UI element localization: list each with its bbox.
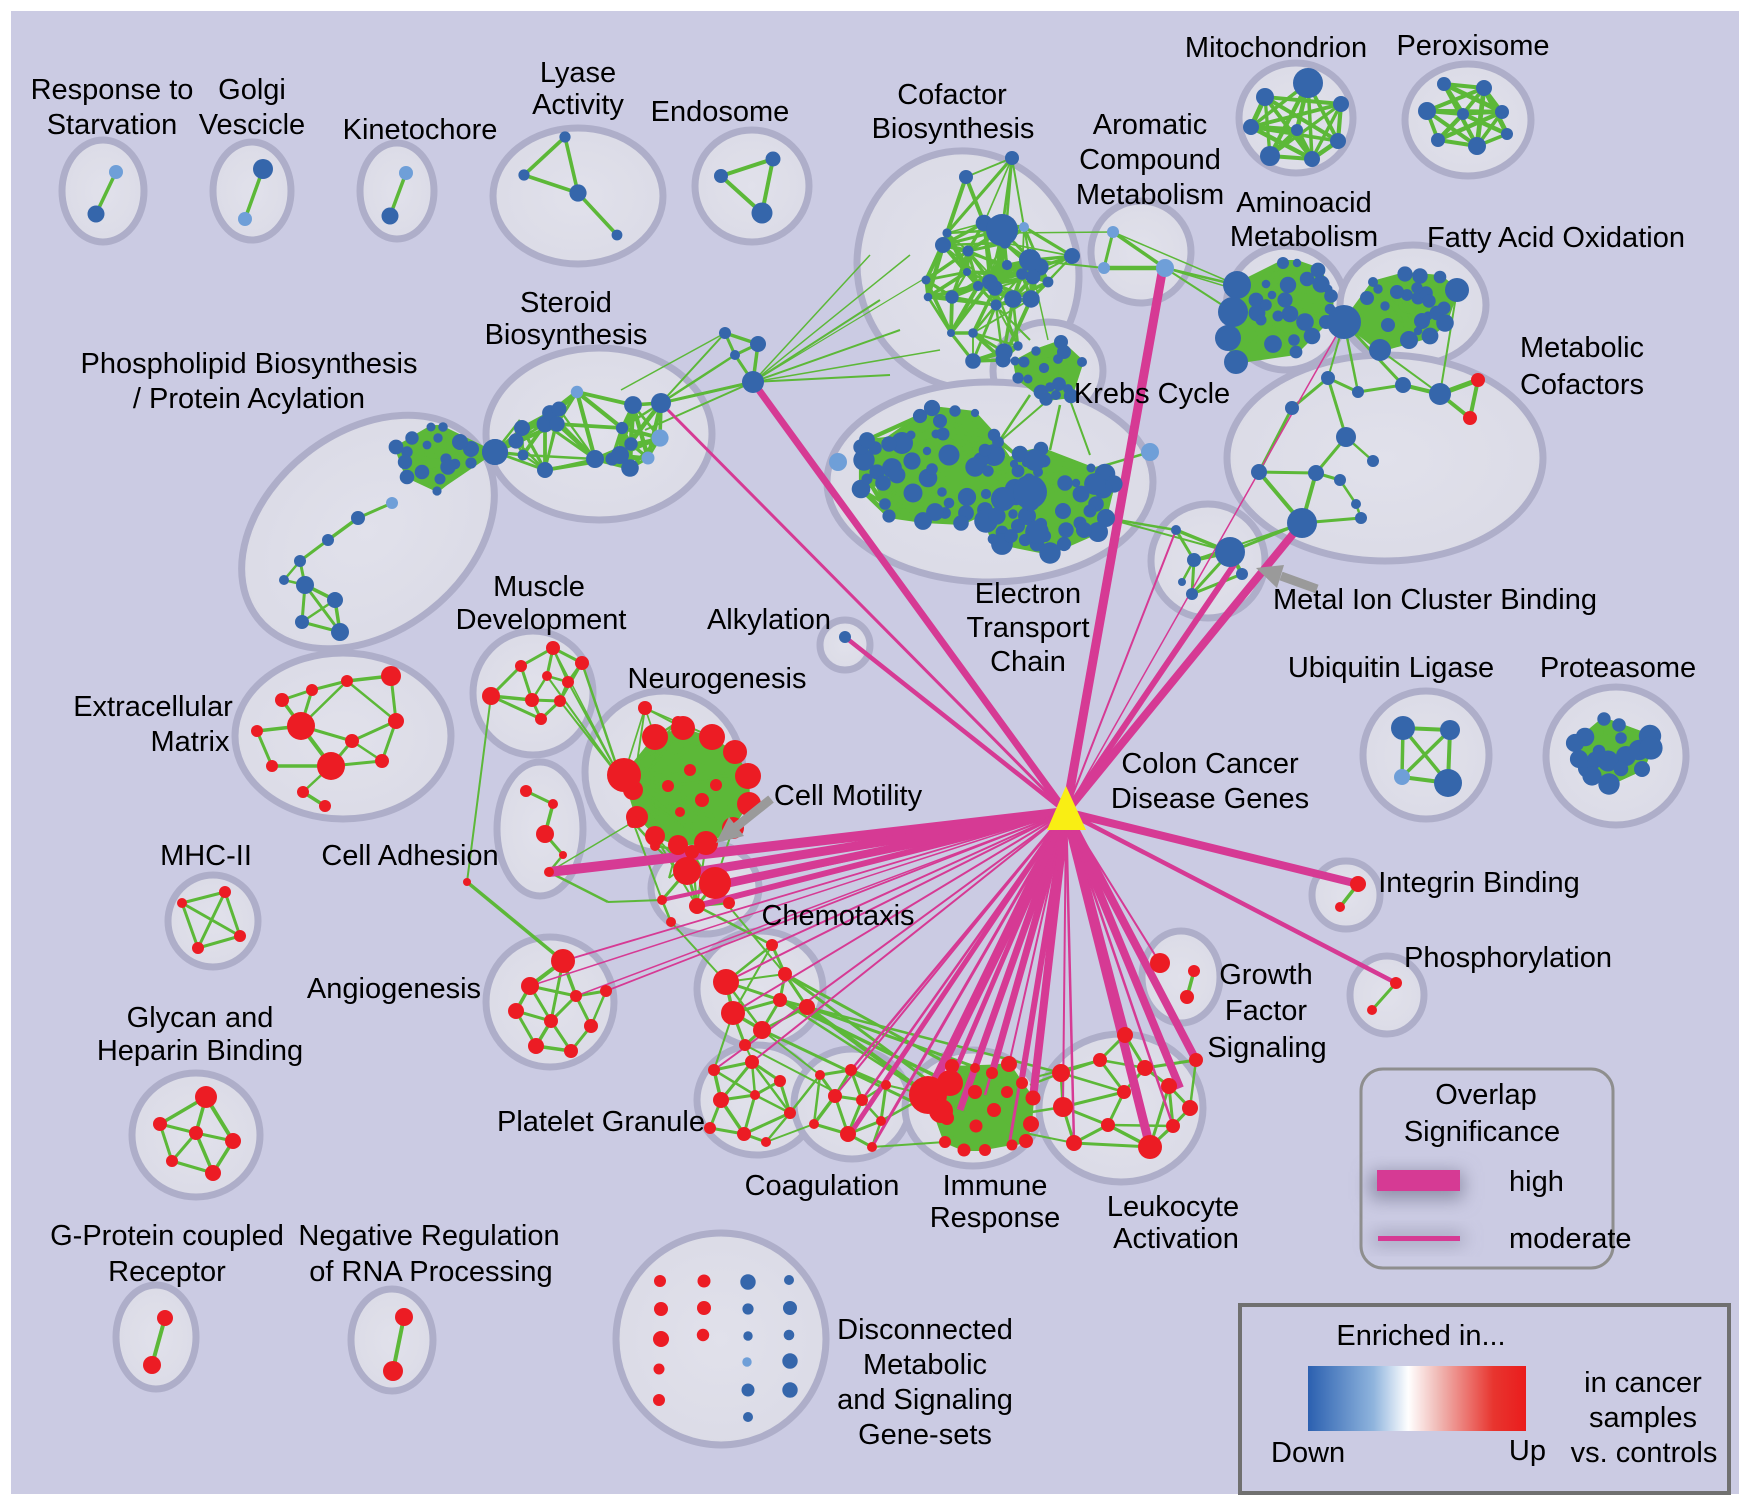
svg-text:Angiogenesis: Angiogenesis [307, 973, 481, 1005]
svg-text:Ubiquitin Ligase: Ubiquitin Ligase [1288, 652, 1494, 684]
svg-text:Signaling: Signaling [1207, 1032, 1326, 1064]
svg-text:Up: Up [1509, 1435, 1546, 1467]
svg-text:Endosome: Endosome [651, 96, 790, 128]
svg-text:Vescicle: Vescicle [199, 109, 305, 141]
svg-text:of RNA Processing: of RNA Processing [309, 1256, 552, 1288]
svg-text:Biosynthesis: Biosynthesis [872, 113, 1035, 145]
svg-text:and Signaling: and Signaling [837, 1384, 1013, 1416]
svg-text:Development: Development [456, 604, 627, 636]
svg-text:Chain: Chain [990, 646, 1066, 678]
svg-text:Phosphorylation: Phosphorylation [1404, 942, 1612, 974]
svg-text:Activity: Activity [532, 89, 624, 121]
svg-text:Down: Down [1271, 1437, 1345, 1469]
svg-text:Receptor: Receptor [108, 1256, 226, 1288]
svg-text:Metabolism: Metabolism [1076, 179, 1224, 211]
svg-text:Response: Response [930, 1202, 1061, 1234]
svg-text:vs. controls: vs. controls [1571, 1437, 1718, 1469]
svg-text:Enriched in...: Enriched in... [1336, 1320, 1505, 1352]
svg-text:Electron: Electron [975, 578, 1081, 610]
svg-text:Gene-sets: Gene-sets [858, 1419, 992, 1451]
svg-text:Disease Genes: Disease Genes [1111, 783, 1309, 815]
svg-text:Factor: Factor [1225, 995, 1308, 1027]
svg-text:Mitochondrion: Mitochondrion [1185, 32, 1367, 64]
svg-text:Negative Regulation: Negative Regulation [298, 1220, 559, 1252]
svg-text:Cell Motility: Cell Motility [774, 780, 923, 812]
svg-text:Response to: Response to [31, 74, 194, 106]
svg-text:samples: samples [1589, 1402, 1697, 1434]
svg-text:G-Protein coupled: G-Protein coupled [50, 1220, 284, 1252]
svg-text:MHC-II: MHC-II [160, 840, 252, 872]
svg-text:Krebs Cycle: Krebs Cycle [1074, 378, 1230, 410]
svg-text:Neurogenesis: Neurogenesis [628, 663, 807, 695]
svg-text:Cofactors: Cofactors [1520, 369, 1644, 401]
svg-text:Fatty Acid Oxidation: Fatty Acid Oxidation [1427, 222, 1685, 254]
svg-text:Integrin Binding: Integrin Binding [1378, 867, 1580, 899]
svg-text:Chemotaxis: Chemotaxis [761, 900, 914, 932]
svg-text:Metal Ion Cluster Binding: Metal Ion Cluster Binding [1273, 584, 1597, 616]
svg-text:Golgi: Golgi [218, 74, 286, 106]
svg-text:moderate: moderate [1509, 1223, 1632, 1255]
svg-text:Aromatic: Aromatic [1093, 109, 1207, 141]
svg-text:Heparin Binding: Heparin Binding [97, 1035, 303, 1067]
svg-text:Phospholipid Biosynthesis: Phospholipid Biosynthesis [81, 348, 418, 380]
svg-text:Platelet Granule: Platelet Granule [497, 1106, 705, 1138]
svg-text:Compound: Compound [1079, 144, 1221, 176]
svg-text:Cofactor: Cofactor [897, 79, 1007, 111]
svg-text:Coagulation: Coagulation [745, 1170, 900, 1202]
svg-text:Aminoacid: Aminoacid [1236, 187, 1371, 219]
svg-text:Colon Cancer: Colon Cancer [1121, 748, 1299, 780]
svg-text:Matrix: Matrix [151, 726, 230, 758]
svg-text:Metabolic: Metabolic [1520, 332, 1644, 364]
svg-text:Immune: Immune [943, 1170, 1048, 1202]
svg-text:Peroxisome: Peroxisome [1396, 30, 1549, 62]
svg-text:Muscle: Muscle [493, 571, 585, 603]
svg-text:Biosynthesis: Biosynthesis [485, 319, 648, 351]
svg-text:in cancer: in cancer [1584, 1367, 1702, 1399]
svg-text:Proteasome: Proteasome [1540, 652, 1696, 684]
svg-text:/ Protein Acylation: / Protein Acylation [133, 383, 365, 415]
svg-text:Leukocyte: Leukocyte [1107, 1191, 1239, 1223]
svg-text:Steroid: Steroid [520, 287, 612, 319]
svg-text:Metabolic: Metabolic [863, 1349, 987, 1381]
svg-text:Cell Adhesion: Cell Adhesion [321, 840, 498, 872]
svg-text:high: high [1509, 1166, 1564, 1198]
svg-text:Metabolism: Metabolism [1230, 221, 1378, 253]
svg-text:Alkylation: Alkylation [707, 604, 831, 636]
svg-text:Kinetochore: Kinetochore [343, 114, 498, 146]
svg-text:Lyase: Lyase [540, 57, 616, 89]
svg-text:Starvation: Starvation [47, 109, 178, 141]
svg-text:Overlap: Overlap [1435, 1079, 1537, 1111]
svg-text:Transport: Transport [966, 612, 1089, 644]
svg-text:Significance: Significance [1404, 1116, 1560, 1148]
svg-text:Activation: Activation [1113, 1223, 1239, 1255]
svg-text:Disconnected: Disconnected [837, 1314, 1013, 1346]
svg-text:Glycan and: Glycan and [127, 1002, 274, 1034]
svg-text:Extracellular: Extracellular [73, 691, 233, 723]
svg-text:Growth: Growth [1219, 959, 1312, 991]
